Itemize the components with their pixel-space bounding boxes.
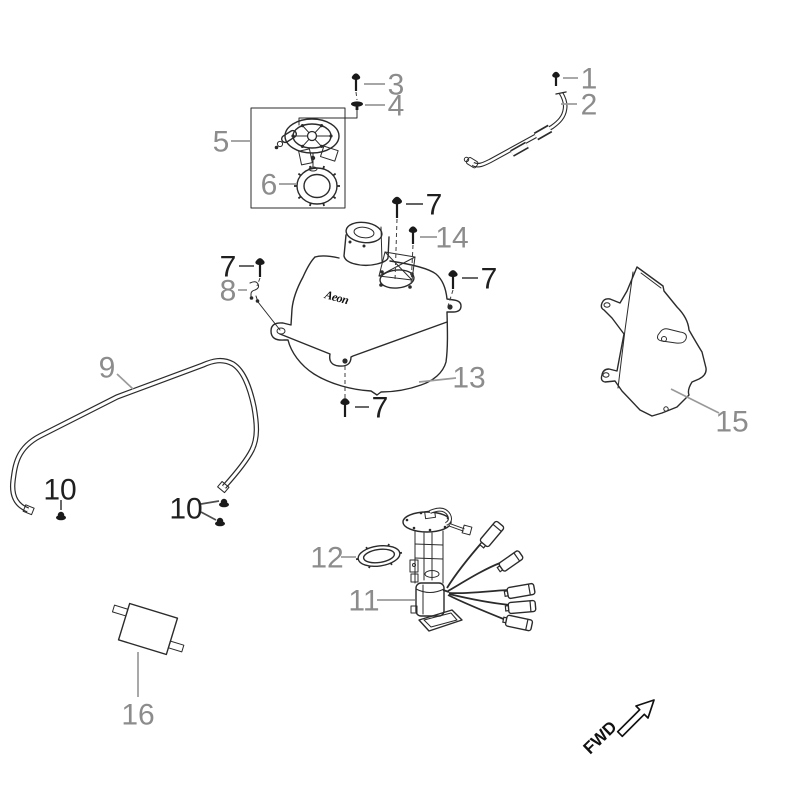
retainer-clip — [250, 282, 280, 330]
callout-7[interactable]: 7 — [462, 263, 497, 296]
callout-label-5[interactable]: 5 — [213, 126, 230, 159]
screw-3 — [352, 73, 360, 91]
wire-connector — [496, 550, 524, 574]
heat-shield-panel — [601, 267, 706, 416]
fwd-arrow-icon — [618, 700, 654, 736]
callout-16[interactable]: 16 — [121, 652, 154, 732]
bolt-7-right — [448, 270, 457, 289]
leader-line — [671, 389, 719, 413]
callout-label-12[interactable]: 12 — [310, 542, 343, 575]
callout-15[interactable]: 15 — [671, 389, 749, 439]
callout-12[interactable]: 12 — [310, 542, 356, 575]
projection-line — [448, 290, 453, 306]
callout-label-14[interactable]: 14 — [435, 222, 468, 255]
fuel-pump-assembly — [403, 510, 536, 631]
gasket-12 — [355, 542, 404, 569]
lock-ring-6 — [294, 166, 340, 206]
callout-label-11[interactable]: 11 — [348, 585, 379, 618]
fuel-cap-assembly — [275, 119, 339, 171]
callout-9[interactable]: 9 — [99, 352, 133, 390]
nut-10 — [56, 512, 66, 520]
callout-label-7[interactable]: 7 — [426, 189, 443, 222]
leader-line — [201, 501, 219, 504]
callout-label-10[interactable]: 10 — [169, 493, 202, 526]
callout-label-7[interactable]: 7 — [372, 392, 389, 425]
screw-1 — [552, 72, 560, 86]
callout-label-8[interactable]: 8 — [220, 275, 237, 308]
bolt-7-left — [255, 258, 264, 277]
filler-neck — [344, 220, 389, 265]
wire-connector — [505, 600, 536, 614]
nut-10 — [219, 499, 229, 507]
wire-connector — [504, 583, 535, 599]
wire-connector — [478, 521, 505, 550]
callout-7[interactable]: 7 — [406, 189, 442, 222]
fwd-label: FWD — [580, 717, 621, 758]
pump-wires — [443, 540, 510, 620]
cap-small-parts — [299, 146, 338, 171]
callout-label-15[interactable]: 15 — [715, 406, 748, 439]
callout-14[interactable]: 14 — [420, 222, 469, 255]
fwd-indicator: FWD — [580, 700, 654, 758]
screw-14 — [409, 226, 417, 244]
callout-label-16[interactable]: 16 — [121, 699, 154, 732]
pump-mount-frame — [379, 252, 415, 289]
projection-line — [356, 92, 357, 100]
nut-10 — [215, 518, 225, 526]
callout-label-7[interactable]: 7 — [481, 263, 498, 296]
tank-brand-logo: Aeon — [322, 287, 351, 307]
leader-line — [419, 378, 456, 382]
callout-label-6[interactable]: 6 — [261, 169, 278, 202]
callout-5[interactable]: 5 — [213, 126, 251, 159]
callout-label-4[interactable]: 4 — [388, 90, 405, 123]
leader-line — [201, 512, 216, 520]
bolt-7-bottom — [340, 398, 349, 417]
callout-8[interactable]: 8 — [220, 275, 247, 308]
bolt-7-top — [392, 197, 402, 218]
callout-6[interactable]: 6 — [261, 169, 296, 202]
wire-connector — [502, 614, 533, 631]
fuel-filter — [105, 599, 191, 658]
fuel-tank: Aeon — [271, 220, 461, 395]
callout-10[interactable]: 10 — [169, 493, 219, 526]
callout-label-2[interactable]: 2 — [581, 89, 598, 122]
callout-13[interactable]: 13 — [419, 362, 486, 395]
callout-label-9[interactable]: 9 — [99, 352, 116, 385]
leader-line — [117, 374, 133, 389]
throttle-cable — [464, 92, 566, 169]
callout-10[interactable]: 10 — [43, 474, 76, 511]
projection-line — [395, 219, 397, 281]
callout-11[interactable]: 11 — [348, 585, 415, 618]
callout-7[interactable]: 7 — [355, 392, 388, 425]
callout-label-13[interactable]: 13 — [452, 362, 485, 395]
grommet-part4 — [351, 101, 363, 110]
callout-label-10[interactable]: 10 — [43, 474, 76, 507]
callout-4[interactable]: 4 — [365, 90, 404, 123]
